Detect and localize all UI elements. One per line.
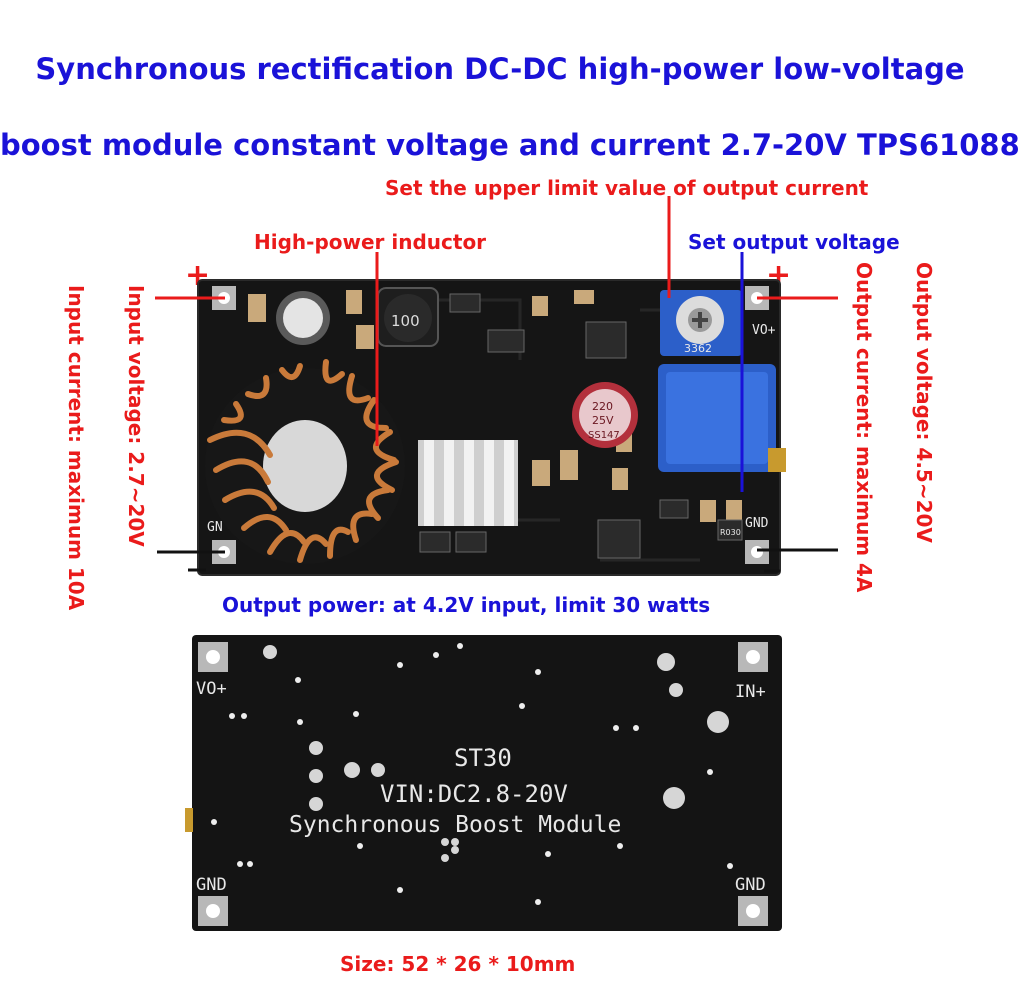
pot-code: 3362 [684,342,712,355]
title-line-1: Synchronous rectification DC-DC high-pow… [35,52,965,86]
label-output-voltage-set: Set output voltage [688,230,900,254]
output-voltage-pot [658,364,786,472]
top-board [197,279,786,576]
label-output-power: Output power: at 4.2V input, limit 30 wa… [222,593,711,617]
inductor-code: 100 [391,312,420,330]
silk-in-plus: IN+ [735,682,766,702]
silk-gnd-left: GND [196,875,227,895]
toroid-inductor [205,359,405,564]
cap-value-1: 220 [592,400,613,413]
cap-value-2: 25V [592,414,614,427]
silk-gnd-right: GND [735,875,766,895]
silk-gnd-top: GND [745,516,769,531]
label-current-limit: Set the upper limit value of output curr… [385,176,869,200]
silk-gn-top: GN [207,520,223,535]
electrolytic-capacitor [572,382,638,448]
silk-vo-plus-top: VO+ [752,323,776,338]
heatsink [418,440,518,526]
silk-vo-plus: VO+ [196,679,227,699]
label-size: Size: 52 * 26 * 10mm [340,952,576,976]
current-limit-pot [660,290,742,356]
bottom-board [185,635,782,931]
resistor-code: R030 [720,528,741,537]
silk-model: ST30 [454,744,512,772]
label-inductor: High-power inductor [254,230,487,254]
silk-vin: VIN:DC2.8-20V [380,780,568,808]
cap-series: SS147 [588,430,620,441]
title-line-2: boost module constant voltage and curren… [0,128,1020,162]
silk-name: Synchronous Boost Module [289,812,621,838]
pointer-lines [155,196,838,573]
